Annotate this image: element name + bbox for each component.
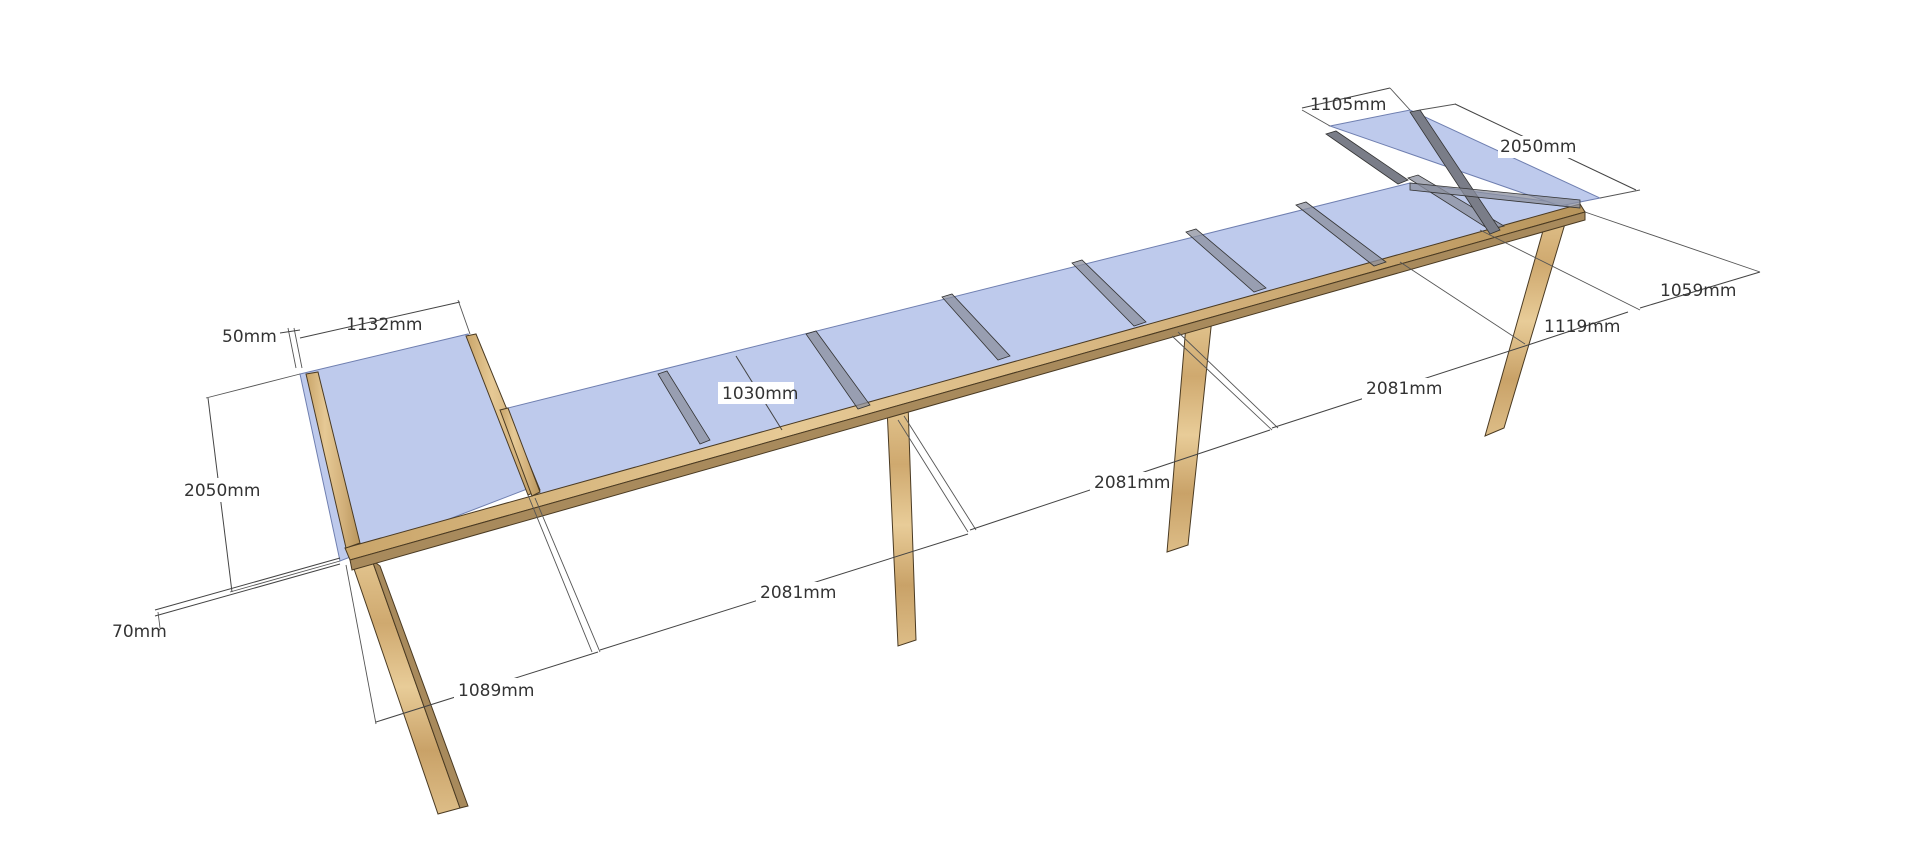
dim-2081mm-c: 2081mm <box>1366 379 1442 399</box>
glass-panel-main <box>499 182 1587 499</box>
dimension-lines <box>154 87 1761 725</box>
rafter-2 <box>805 330 871 410</box>
dim-1119mm: 1119mm <box>1544 317 1620 337</box>
dim-1105mm: 1105mm <box>1310 95 1386 115</box>
rafter-5 <box>1185 228 1267 293</box>
dim-2081mm-b: 2081mm <box>1094 473 1170 493</box>
post-front-2 <box>886 403 917 647</box>
dim-70mm: 70mm <box>112 622 167 642</box>
dim-1132mm: 1132mm <box>346 315 422 335</box>
back-top-beam <box>1409 182 1581 209</box>
dim-2050mm-right: 2050mm <box>1500 137 1576 157</box>
post-front-left <box>351 559 461 815</box>
front-beam-face <box>349 211 1586 571</box>
left-inner-rafter-2 <box>499 407 541 497</box>
rafters <box>657 109 1581 445</box>
dim-1089mm: 1089mm <box>458 681 534 701</box>
rafter-1 <box>657 370 711 445</box>
dim-50mm: 50mm <box>222 327 277 347</box>
left-rafter-outer <box>305 371 361 549</box>
front-beam <box>344 203 1586 571</box>
rafter-6 <box>1295 201 1387 267</box>
dim-1030mm: 1030mm <box>722 384 798 404</box>
dim-2081mm-a: 2081mm <box>760 583 836 603</box>
post-front-3 <box>1166 317 1213 553</box>
left-frame <box>305 333 541 549</box>
dim-2050mm-left: 2050mm <box>184 481 260 501</box>
rafter-3 <box>941 293 1011 361</box>
rafter-4 <box>1071 259 1147 327</box>
post-front-left-side <box>370 558 469 809</box>
dimension-labels: 50mm 1132mm 1030mm 2050mm 70mm 1089mm 20… <box>112 95 1736 702</box>
dim-1059mm: 1059mm <box>1660 281 1736 301</box>
rafter-right-top <box>1325 130 1409 185</box>
